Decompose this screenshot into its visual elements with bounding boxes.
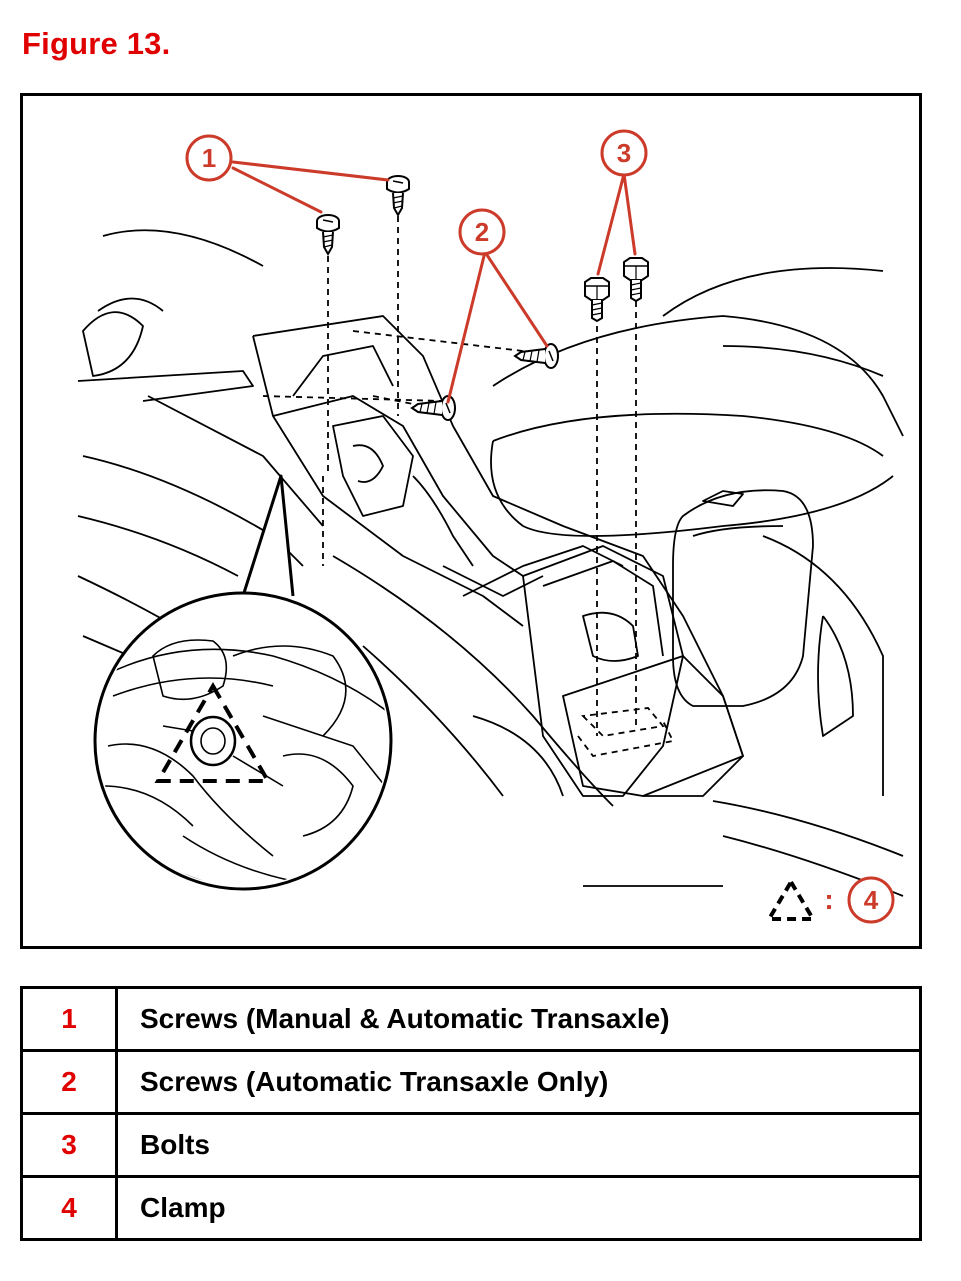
legend-row: 2 Screws (Automatic Transaxle Only) [20,1049,922,1115]
legend-description: Screws (Automatic Transaxle Only) [115,1049,922,1115]
legend-row: 3 Bolts [20,1112,922,1178]
legend-number: 1 [20,986,118,1052]
clamp-key: : 4 [765,876,895,924]
legend-number: 3 [20,1112,118,1178]
legend-table: 1 Screws (Manual & Automatic Transaxle) … [20,986,922,1241]
shift-boot-outline [82,311,144,377]
key-separator: : [824,884,833,915]
console-diagram: 1 2 3 [20,93,922,949]
bolt-3a [584,277,610,322]
callout-1 [185,134,233,182]
screw-1a [316,214,340,255]
callout-3-label: 3 [617,138,631,168]
legend-number: 2 [20,1049,118,1115]
armrest-lid [672,489,814,707]
callout-2-label: 2 [475,217,489,247]
figure-title: Figure 13. [22,26,171,61]
callout-2 [458,208,506,256]
callout-3 [600,129,648,177]
legend-description: Clamp [115,1175,922,1241]
clamp-marker [154,682,272,783]
callout-4-label: 4 [864,885,879,915]
callout-4 [847,876,895,924]
bolt-3b [623,257,649,302]
legend-description: Bolts [115,1112,922,1178]
legend-number: 4 [20,1175,118,1241]
screw-2a [514,343,559,369]
dashed-triangle-icon [765,878,817,921]
screw-1b [386,175,410,216]
legend-row: 1 Screws (Manual & Automatic Transaxle) [20,986,922,1052]
clamp-detail-inset [93,591,393,891]
legend-description: Screws (Manual & Automatic Transaxle) [115,986,922,1052]
legend-row: 4 Clamp [20,1175,922,1241]
callout-1-label: 1 [202,143,216,173]
console-illustration: 1 2 3 [77,129,904,924]
